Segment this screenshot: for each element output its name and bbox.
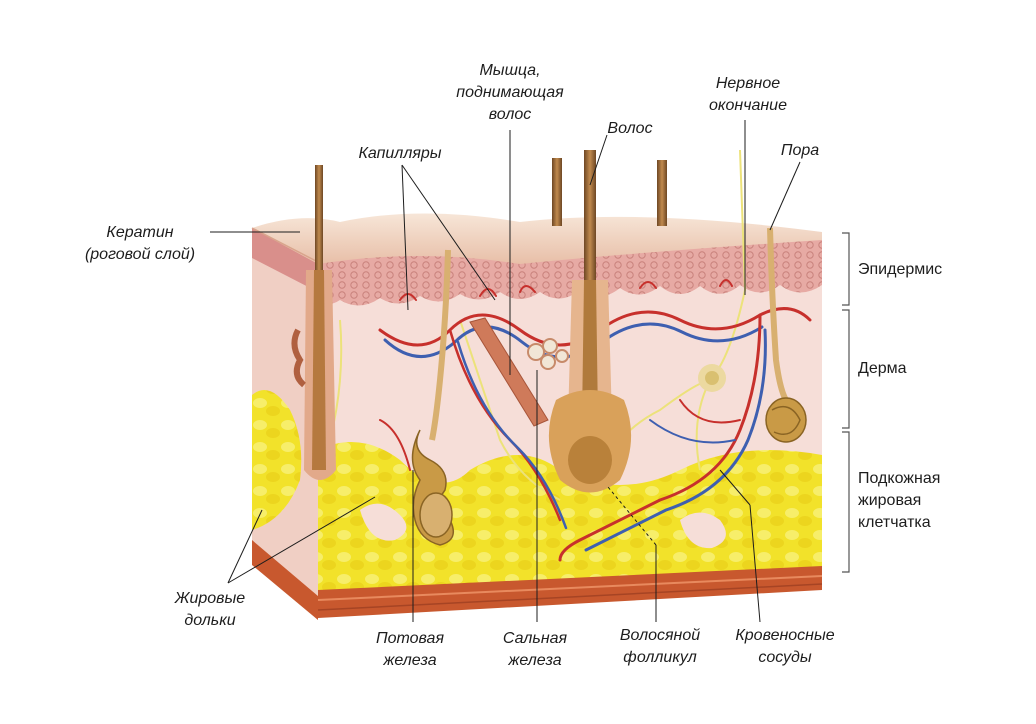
- label-subcutaneous-fat: Подкожная жировая клетчатка: [858, 470, 941, 531]
- label-nerve-ending: Нервное окончание: [709, 75, 787, 114]
- subcutaneous-fat-layer: [318, 442, 822, 596]
- fascia-strip: [317, 566, 823, 618]
- arrector-pili-muscle: [469, 317, 549, 427]
- keratin-surface: [251, 213, 822, 264]
- hair-shafts-back: [552, 158, 667, 226]
- sweat-gland-left: [411, 249, 455, 546]
- block-left-face: [252, 228, 318, 620]
- label-fat-lobules: Жировые дольки: [174, 590, 246, 629]
- hair-follicle: [548, 150, 632, 493]
- layer-brackets: [842, 232, 850, 573]
- hair-left: [291, 165, 336, 480]
- nerve-ending-corpuscle: [698, 364, 726, 392]
- label-sweat-gland: Потовая железа: [376, 630, 444, 669]
- sebaceous-gland: [527, 338, 569, 370]
- label-keratin: Кератин (роговой слой): [84, 224, 196, 263]
- label-hair-follicle: Волосяной фолликул: [619, 627, 701, 666]
- label-sebaceous-gland: Сальная железа: [502, 630, 568, 669]
- label-epidermis: Эпидермис: [858, 261, 943, 278]
- label-pore: Пора: [780, 142, 820, 159]
- label-capillaries: Капилляры: [358, 145, 442, 162]
- label-dermis: Дерма: [858, 360, 907, 377]
- label-blood-vessels: Кровеносные сосуды: [735, 627, 835, 666]
- sweat-gland-right: [765, 227, 807, 443]
- label-arrector-pili-muscle: Мышца, поднимающая волос: [456, 62, 564, 123]
- label-hair: Волос: [607, 120, 653, 137]
- leader-lines: [210, 120, 801, 623]
